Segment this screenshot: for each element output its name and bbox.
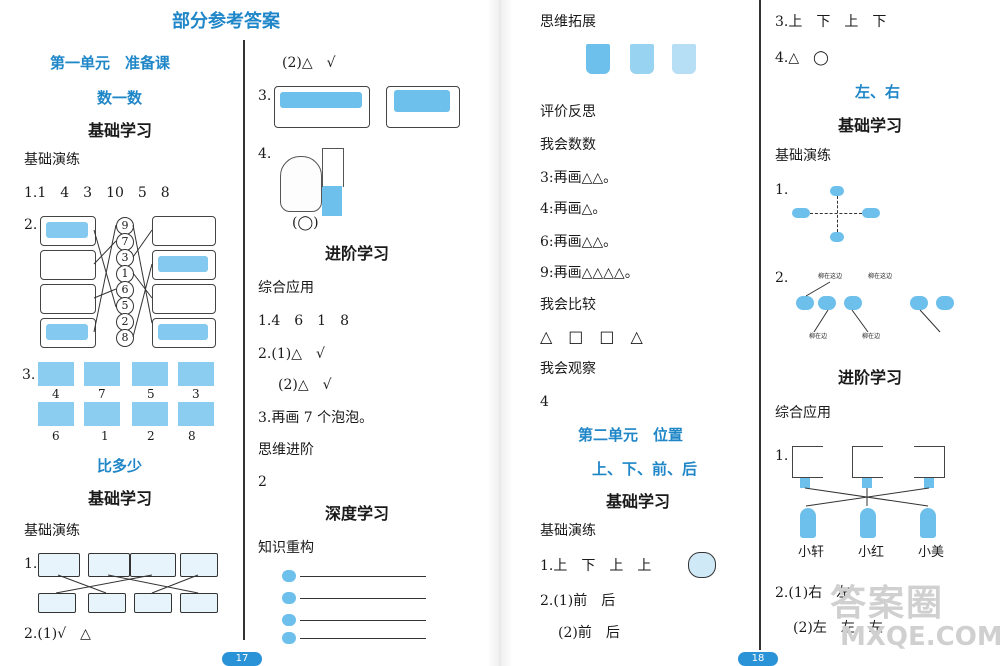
section-count-heading: 数一数 xyxy=(97,89,143,107)
lr-q2-tag: 柳在边 xyxy=(862,333,881,340)
book-gutter xyxy=(487,0,513,666)
picture-box xyxy=(152,216,216,246)
basic-learning-heading: 基础学习 xyxy=(88,489,153,508)
number-ring: 3 xyxy=(116,249,134,267)
kid-name: 小美 xyxy=(918,545,945,560)
count-q3-value: 4 xyxy=(52,387,60,401)
answer-line: 3.再画 7 个泡泡。 xyxy=(258,410,374,426)
right-page: 思维拓展 评价反思 我会数数 3:再画△△。 4:再画△。 6:再画△△。 9:… xyxy=(500,0,1000,666)
answer-line: 3.上 下 上 下 xyxy=(775,14,887,30)
lr-adv-q1-label: 1. xyxy=(775,448,789,464)
chair-kid-lines xyxy=(804,487,930,507)
can-observe-label: 我会观察 xyxy=(540,361,596,377)
count-q3-value: 7 xyxy=(98,387,106,401)
answer-line: (2)前 后 xyxy=(558,625,620,641)
q4-label: 4. xyxy=(258,146,272,162)
count-q3-value: 5 xyxy=(147,387,155,401)
number-ring: 6 xyxy=(116,281,134,299)
lr-q2-label: 2. xyxy=(775,270,789,286)
kid-name: 小轩 xyxy=(798,545,825,560)
answer-line: 2.(1)前 后 xyxy=(540,593,616,609)
answer-line: 2.(1)△ √ xyxy=(258,346,325,362)
kid-name: 小红 xyxy=(858,545,885,560)
knowledge-restructure-label: 知识重构 xyxy=(258,540,314,556)
thinking-extension-label: 思维拓展 xyxy=(540,14,596,30)
answers-title: 部分参考答案 xyxy=(172,11,280,32)
count-q2-label: 2. xyxy=(24,217,38,233)
lr-q2-tag: 柳在这边 xyxy=(818,273,843,280)
answer-line: (2)△ √ xyxy=(278,377,332,393)
count-q3-value: 6 xyxy=(52,429,60,443)
lr-q1-label: 1. xyxy=(775,182,789,198)
count-q3-value: 8 xyxy=(188,429,196,443)
answer-line: 2 xyxy=(258,474,267,490)
picture-box xyxy=(152,284,216,314)
answer-line: 3:再画△△。 xyxy=(540,170,618,186)
number-ring: 8 xyxy=(116,329,134,347)
answer-line: 1.上 下 上 上 xyxy=(540,558,652,574)
basic-learning-heading: 基础学习 xyxy=(606,492,671,511)
answer-line: 4 xyxy=(540,394,549,410)
watermark-url: MXQE.COM xyxy=(840,622,1000,652)
basic-learning-heading: 基础学习 xyxy=(88,121,153,140)
basic-practice-label: 基础演练 xyxy=(24,152,80,168)
compare-q2-answer: 2.(1)√ △ xyxy=(24,626,91,642)
column-divider xyxy=(759,0,761,650)
answer-line: 6:再画△△。 xyxy=(540,234,618,250)
thinking-advanced-label: 思维进阶 xyxy=(258,442,314,458)
answer-line: 4.△ ◯ xyxy=(775,50,829,66)
bird-icon xyxy=(688,552,716,578)
watermark-logo: 答案圈 xyxy=(830,583,945,624)
page-number-right: 18 xyxy=(738,652,778,666)
matching-lines xyxy=(93,224,153,338)
basic-learning-heading: 基础学习 xyxy=(838,116,903,135)
answer-line: (2)△ √ xyxy=(282,55,336,71)
deep-learning-heading: 深度学习 xyxy=(325,504,390,523)
page-number-left: 17 xyxy=(222,652,262,666)
picture-box xyxy=(40,284,96,314)
unit2-heading: 第二单元 位置 xyxy=(578,426,684,444)
column-divider xyxy=(243,40,245,640)
answer-line: 9:再画△△△△。 xyxy=(540,265,639,281)
q4-answer: (◯) xyxy=(292,215,319,231)
lr-q2-tag: 柳在边 xyxy=(809,333,828,340)
answer-line: 1.4 6 1 8 xyxy=(258,313,349,329)
compare-symbols: △ □ □ △ xyxy=(540,327,643,346)
evaluation-label: 评价反思 xyxy=(540,104,596,120)
count-q3-label: 3. xyxy=(22,367,36,383)
lr-q2-lines xyxy=(805,281,941,333)
lr-q2-tag: 柳在这边 xyxy=(868,273,893,280)
count-q3-value: 3 xyxy=(192,387,200,401)
section-compare-heading: 比多少 xyxy=(97,457,143,475)
answer-line: 4:再画△。 xyxy=(540,201,607,217)
advanced-heading: 进阶学习 xyxy=(325,244,390,263)
left-page: 部分参考答案 第一单元 准备课 数一数 基础学习 基础演练 1.1 4 3 10… xyxy=(22,11,460,666)
compare-lines xyxy=(55,574,199,594)
advanced-heading: 进阶学习 xyxy=(838,368,903,387)
answer-line: 2.(1)右 左 xyxy=(775,585,851,601)
basic-practice-label: 基础演练 xyxy=(775,148,831,164)
basic-practice-label: 基础演练 xyxy=(540,523,596,539)
picture-box xyxy=(40,250,96,280)
q3-label: 3. xyxy=(258,88,272,104)
comprehensive-label: 综合应用 xyxy=(258,280,314,296)
count-q3-value: 1 xyxy=(101,429,109,443)
section-left-right-heading: 左、右 xyxy=(855,83,901,101)
count-q3-value: 2 xyxy=(147,429,155,443)
can-compare-label: 我会比较 xyxy=(540,297,596,313)
can-count-label: 我会数数 xyxy=(540,137,596,153)
section-position-heading: 上、下、前、后 xyxy=(592,460,698,478)
answer-line: (2)左 左 左 xyxy=(793,620,883,636)
comprehensive-label: 综合应用 xyxy=(775,405,831,421)
count-q1-answer: 1.1 4 3 10 5 8 xyxy=(24,185,170,201)
compare-q1-label: 1. xyxy=(24,556,38,572)
basic-practice-label: 基础演练 xyxy=(24,523,80,539)
unit1-heading: 第一单元 准备课 xyxy=(50,54,171,72)
